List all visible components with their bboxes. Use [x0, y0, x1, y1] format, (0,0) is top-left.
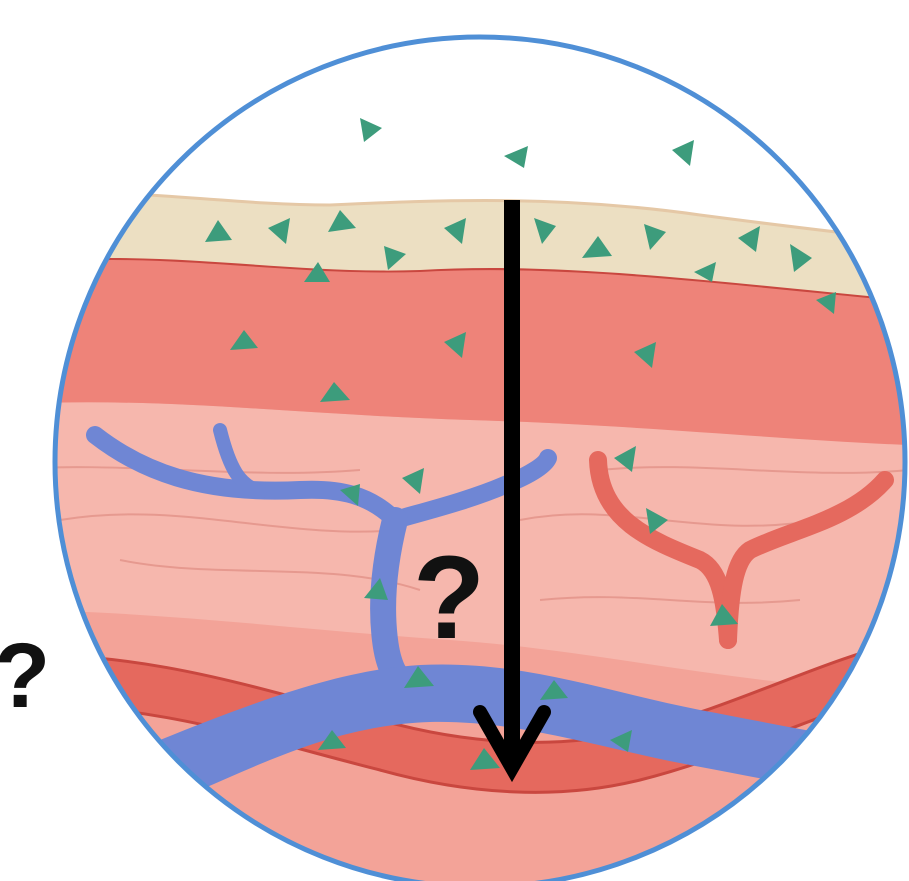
left-question-mark: ?: [0, 625, 50, 727]
center-question-mark: ?: [413, 532, 485, 664]
